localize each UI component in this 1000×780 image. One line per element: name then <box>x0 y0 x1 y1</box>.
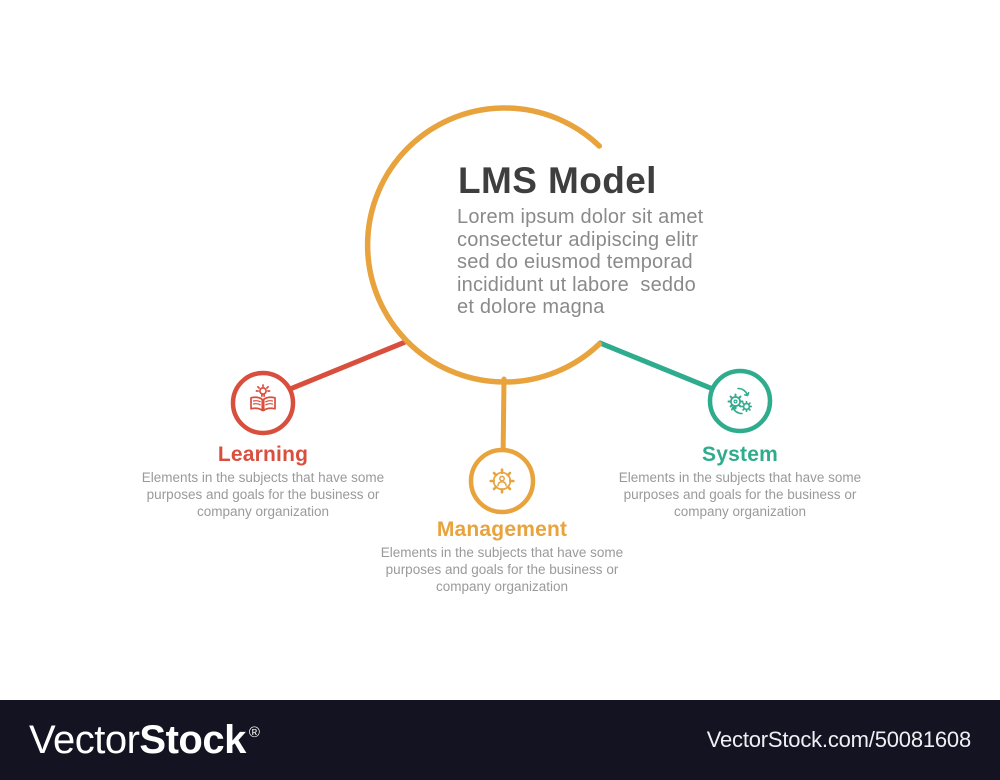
registered-mark: ® <box>248 723 260 741</box>
vectorstock-url: VectorStock.com/50081608 <box>706 727 971 752</box>
main-circle-arc <box>364 105 603 385</box>
gear-person-icon <box>489 468 515 494</box>
description-line: purposes and goals for the business or <box>385 562 619 577</box>
subtitle-line: et dolore magna <box>457 296 605 318</box>
page-subtitle: Lorem ipsum dolor sit amet consectetur a… <box>457 206 703 319</box>
page-title: LMS Model <box>458 160 657 201</box>
node-label-management: Management <box>436 518 568 541</box>
subtitle-line: sed do eiusmod temporad <box>457 251 693 273</box>
book-lightbulb-icon <box>250 384 276 412</box>
node-description-learning: Elements in the subjects that have some … <box>133 469 393 520</box>
description-line: company organization <box>435 579 569 594</box>
subtitle-line: incididunt ut labore seddo <box>457 273 696 296</box>
watermark-footer: VectorStock® VectorStock.com/50081608 <box>0 700 1000 780</box>
node-description-management: Elements in the subjects that have some … <box>372 544 632 595</box>
description-line: Elements in the subjects that have some <box>618 470 862 485</box>
description-line: company organization <box>673 504 807 519</box>
vectorstock-logo: VectorStock® <box>29 718 260 763</box>
gears-sync-icon <box>727 387 753 415</box>
subtitle-line: Lorem ipsum dolor sit amet <box>457 206 704 228</box>
subtitle-line: consectetur adipiscing elitr <box>457 228 699 251</box>
node-description-system: Elements in the subjects that have some … <box>610 469 870 520</box>
description-line: purposes and goals for the business or <box>623 487 857 502</box>
description-line: purposes and goals for the business or <box>146 487 380 502</box>
node-label-system: System <box>702 443 778 466</box>
description-line: Elements in the subjects that have some <box>380 545 624 560</box>
node-label-learning: Learning <box>217 443 309 466</box>
description-line: Elements in the subjects that have some <box>141 470 385 485</box>
description-line: company organization <box>196 504 330 519</box>
logo-text-light: Vector <box>29 717 140 762</box>
logo-text-bold: Stock <box>139 717 246 762</box>
